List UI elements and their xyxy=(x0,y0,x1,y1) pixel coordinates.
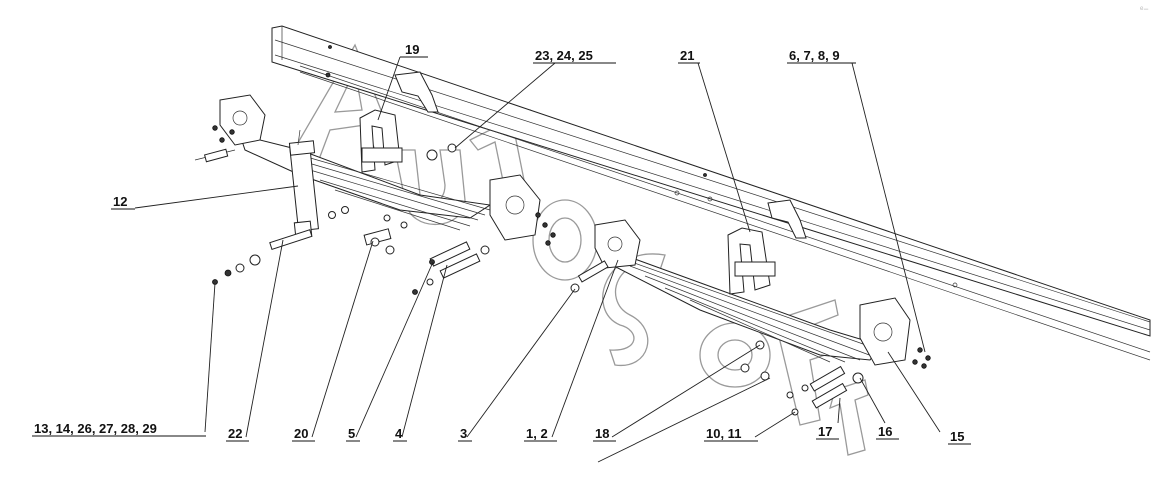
shock-absorber xyxy=(288,129,319,238)
callout-17: 17 xyxy=(818,424,832,439)
callout-15: 15 xyxy=(950,429,964,444)
corner-mark: ᵉ− xyxy=(1140,4,1149,14)
spring-brackets xyxy=(219,94,911,366)
callout-4: 4 xyxy=(395,426,403,441)
callout-3: 3 xyxy=(460,426,467,441)
callout-13-14-26-27-28-29: 13, 14, 26, 27, 28, 29 xyxy=(34,421,157,436)
callout-12: 12 xyxy=(113,194,127,209)
callout-19: 19 xyxy=(405,42,419,57)
callout-21: 21 xyxy=(680,48,694,63)
callout-6-7-8-9: 6, 7, 8, 9 xyxy=(789,48,840,63)
callout-labels: 19 23, 24, 25 21 6, 7, 8, 9 12 13, 14, 2… xyxy=(32,42,971,445)
u-bolts xyxy=(359,109,776,295)
callout-20: 20 xyxy=(294,426,308,441)
frame-rail xyxy=(271,25,1151,361)
leader-lines xyxy=(134,56,941,463)
callout-5: 5 xyxy=(348,426,355,441)
callout-23-24-25: 23, 24, 25 xyxy=(535,48,593,63)
callout-1-2: 1, 2 xyxy=(526,426,548,441)
callout-10-11: 10, 11 xyxy=(706,426,741,441)
watermark xyxy=(283,43,869,456)
callout-16: 16 xyxy=(878,424,892,439)
callout-22: 22 xyxy=(228,426,242,441)
leaf-spring-rear xyxy=(609,249,881,363)
callout-18: 18 xyxy=(595,426,609,441)
